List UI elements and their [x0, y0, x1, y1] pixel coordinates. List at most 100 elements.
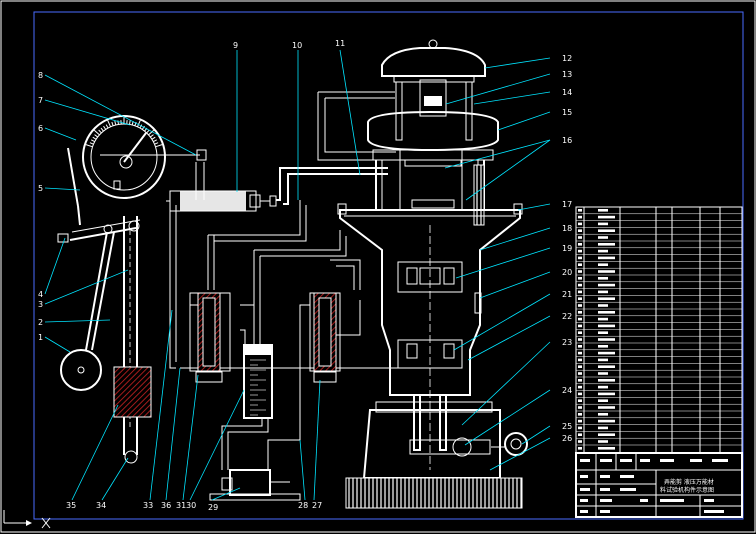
dial-tick [139, 124, 143, 129]
dial-tick [92, 136, 97, 140]
label-25: 25 [562, 422, 572, 431]
label-26: 26 [562, 434, 572, 443]
table-row-text [598, 426, 608, 430]
table-row-number [578, 433, 582, 436]
table-row-number [578, 385, 582, 389]
title-block-mark [580, 499, 588, 502]
label-23: 23 [562, 338, 572, 347]
table-row-number [578, 256, 582, 260]
table-row-text [598, 290, 608, 294]
table-row-text [598, 277, 608, 280]
main-frame [337, 39, 528, 509]
table-row-number [578, 290, 582, 294]
table-row-text [598, 215, 615, 219]
title-block-mark [660, 459, 674, 462]
label-14: 14 [562, 88, 572, 97]
table-row-text [598, 392, 615, 396]
dial-tick [129, 120, 131, 125]
inner-frame [33, 11, 744, 520]
dial-tick [94, 134, 99, 138]
table-row-number [578, 270, 582, 273]
dial-tick [154, 142, 159, 145]
label-35: 35 [66, 501, 76, 510]
label-31: 31 [176, 501, 186, 510]
table-row-text [598, 304, 608, 307]
label-33: 33 [143, 501, 153, 510]
part-labels: 8 7 6 5 4 3 2 1 9 10 11 12 13 14 15 16 1… [38, 39, 572, 512]
table-row-text [598, 270, 615, 273]
dial-tick [111, 121, 114, 127]
title-line-1: 弄能剪 液压万能材 [664, 478, 714, 486]
table-row-number [578, 392, 582, 396]
title-block-mark [704, 499, 714, 502]
table-row-text [598, 440, 608, 443]
table-row-number [578, 426, 582, 430]
table-row-number [578, 331, 582, 334]
dial-tick [114, 121, 117, 126]
label-11: 11 [335, 39, 345, 48]
label-28: 28 [298, 501, 308, 510]
label-15: 15 [562, 108, 572, 117]
table-row-text [598, 263, 608, 266]
table-row-text [598, 331, 608, 334]
cylinder-a [189, 292, 231, 383]
label-6: 6 [38, 124, 43, 133]
table-row-text [598, 311, 615, 314]
label-19: 19 [562, 244, 572, 253]
title-block-mark [690, 459, 702, 462]
label-17: 17 [562, 200, 572, 209]
table-row-number [578, 229, 582, 232]
title-block-mark [620, 459, 632, 462]
label-9: 9 [233, 41, 238, 50]
dial-tick [107, 120, 112, 128]
table-row-number [578, 447, 582, 450]
dial-tick [141, 125, 145, 130]
dial-tick [100, 127, 104, 132]
table-row-text [598, 379, 615, 382]
table-row-number [578, 236, 582, 239]
dial-tick [136, 120, 141, 128]
table-row-text [598, 406, 615, 409]
dial-tick [155, 144, 163, 148]
label-34: 34 [96, 501, 106, 510]
label-36: 36 [161, 501, 171, 510]
table-row-text [598, 338, 615, 341]
table-row-text [598, 372, 608, 375]
cylinder-b [309, 292, 341, 383]
table-row-number [578, 263, 582, 266]
label-8: 8 [38, 71, 43, 80]
table-row-number [578, 345, 582, 348]
table-row-number [578, 324, 582, 328]
table-row-text [598, 385, 608, 389]
title-block-mark [600, 510, 610, 513]
table-row-text [598, 351, 615, 355]
title-block-mark [580, 488, 590, 491]
dial-tick [105, 124, 109, 129]
label-7: 7 [38, 96, 43, 105]
table-row-text [598, 447, 615, 450]
dial-tick [149, 134, 154, 138]
label-21: 21 [562, 290, 572, 299]
table-row-number [578, 338, 582, 341]
dial-gauge [82, 115, 166, 199]
table-row-text [598, 365, 615, 368]
label-13: 13 [562, 70, 572, 79]
table-row-number [578, 304, 582, 307]
table-row-number [578, 351, 582, 355]
table-row-number [578, 419, 582, 423]
label-18: 18 [562, 224, 572, 233]
title-block-mark [600, 459, 612, 462]
dial-tick [103, 125, 107, 130]
title-block-mark [704, 510, 724, 513]
title-block-mark [580, 475, 588, 478]
title-block-mark [640, 459, 650, 462]
table-row-text [598, 413, 608, 416]
dial-tick [148, 129, 155, 136]
dial-tick [146, 129, 150, 134]
table-row-number [578, 222, 582, 226]
label-16: 16 [562, 136, 572, 145]
table-row-number [578, 379, 582, 382]
parts-list-table [575, 206, 743, 454]
table-row-number [578, 215, 582, 219]
